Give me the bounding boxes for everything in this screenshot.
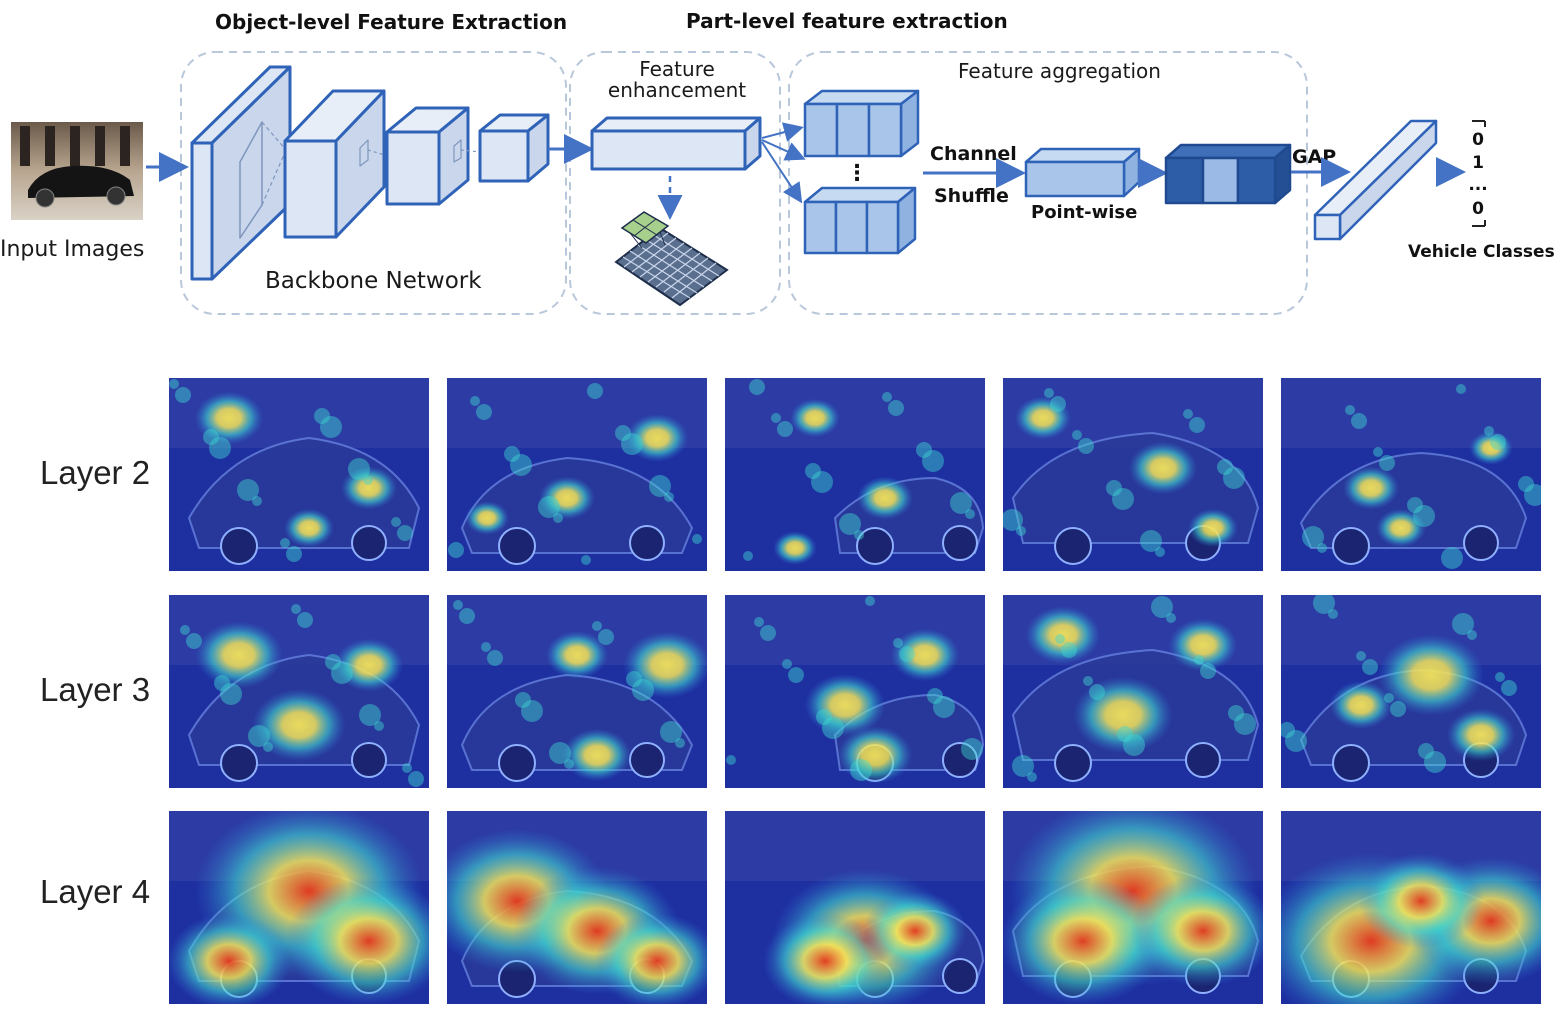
class-value-0: 0 xyxy=(1472,130,1484,150)
part-level-title: Part-level feature extraction xyxy=(686,9,1008,33)
backbone-layer-4 xyxy=(478,113,550,183)
backbone-layer-3 xyxy=(385,106,481,206)
point-wise-label: Point-wise xyxy=(1031,202,1137,223)
heatmap-tile xyxy=(447,811,707,1004)
input-images-label: Input Images xyxy=(0,237,144,262)
ellipsis-vertical: ⋮ xyxy=(846,161,868,186)
vehicle-classes-label: Vehicle Classes xyxy=(1408,242,1555,262)
heatmap-tile xyxy=(1003,378,1263,571)
heatmap-tile xyxy=(1281,378,1541,571)
layer-label-2: Layer 2 xyxy=(40,454,151,491)
heatmap-tile xyxy=(1003,595,1263,788)
heatmap-tile xyxy=(447,595,707,788)
class-value-3: 0 xyxy=(1472,199,1484,219)
gap-label: GAP xyxy=(1292,146,1336,168)
class-value-ellipsis: ... xyxy=(1468,175,1487,195)
heatmap-tile xyxy=(169,378,429,571)
input-image xyxy=(11,122,143,220)
feature-enhancement-line2: enhancement xyxy=(608,78,746,102)
heatmap-tile xyxy=(725,595,985,788)
feature-enhancement-group xyxy=(569,51,781,315)
architecture-diagram: Object-level Feature Extraction Part-lev… xyxy=(0,9,1555,315)
aggregated-block xyxy=(1164,143,1292,205)
backbone-network-label: Backbone Network xyxy=(265,268,482,294)
class-vector: 0 1 ... 0 xyxy=(1468,120,1488,227)
class-value-1: 1 xyxy=(1472,153,1484,173)
backbone-layer-1 xyxy=(190,65,292,281)
enhanced-feature-block xyxy=(590,116,762,171)
point-wise-block xyxy=(1024,147,1141,198)
feature-aggregation-label: Feature aggregation xyxy=(958,59,1161,83)
object-level-group xyxy=(180,51,567,315)
feature-group-upper xyxy=(803,89,920,158)
heatmap-tile xyxy=(1281,811,1541,1004)
layer-label-4: Layer 4 xyxy=(40,873,151,910)
heatmap-tile xyxy=(1003,811,1263,1004)
backbone-layer-2 xyxy=(283,89,389,239)
heatmap-tile xyxy=(169,595,429,788)
heatmap-tile xyxy=(447,378,707,571)
feature-group-lower xyxy=(803,186,917,255)
channel-label: Channel xyxy=(930,143,1017,165)
feature-enhancement-line1: Feature xyxy=(639,57,715,81)
layer-label-3: Layer 3 xyxy=(40,671,151,708)
attention-grid xyxy=(614,211,729,307)
gap-vector xyxy=(1313,119,1438,241)
heatmap-tile xyxy=(725,378,985,571)
object-level-title: Object-level Feature Extraction xyxy=(215,10,567,34)
shuffle-label: Shuffle xyxy=(934,185,1009,207)
heatmap-tile xyxy=(725,811,985,1004)
heatmap-tile xyxy=(169,811,429,1004)
heatmap-tile xyxy=(1281,595,1541,788)
